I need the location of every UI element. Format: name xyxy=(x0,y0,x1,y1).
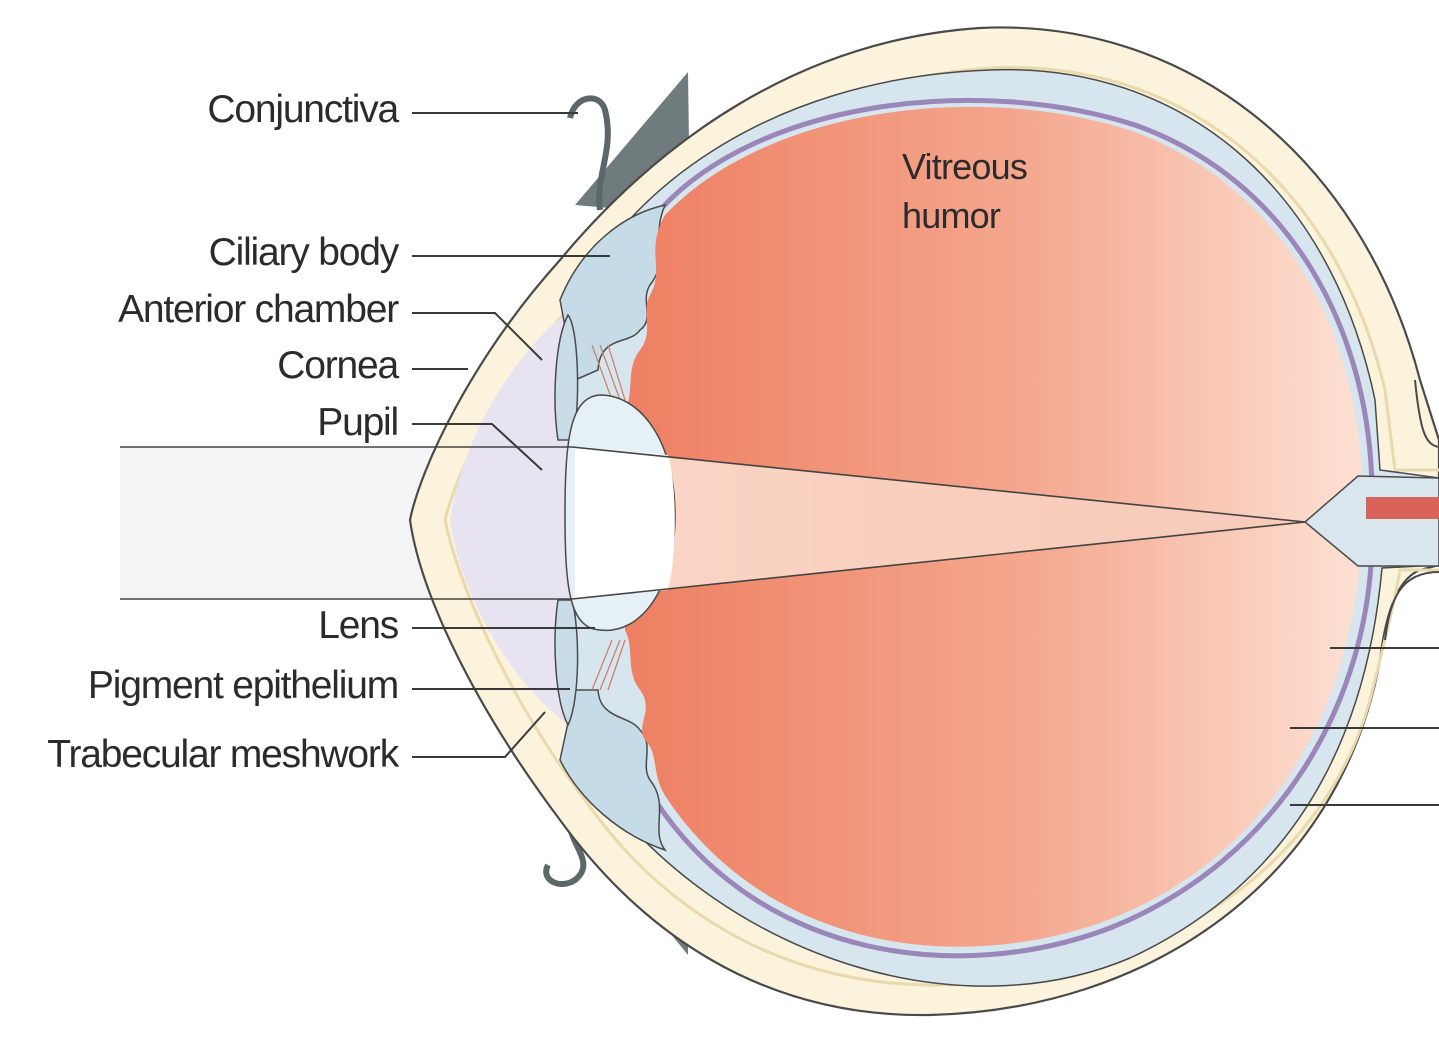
label-pupil: Pupil xyxy=(317,401,398,444)
label-lens: Lens xyxy=(318,604,398,647)
label-trabecular-meshwork: Trabecular meshwork xyxy=(47,733,399,776)
lens-pupil-highlight xyxy=(575,447,675,599)
iris-upper xyxy=(554,313,579,441)
light-ray-lower-refracted xyxy=(571,521,1306,600)
ciliary-body-upper xyxy=(559,203,667,382)
leader-anterior-chamber xyxy=(412,312,543,361)
leader-pupil xyxy=(412,423,543,471)
anterior-chamber-region xyxy=(450,310,575,730)
label-ciliary-body: Ciliary body xyxy=(209,231,400,274)
label-vitreous-line2: humor xyxy=(902,195,1001,236)
label-vitreous-line1: Vitreous xyxy=(902,146,1027,187)
label-pigment-epithelium: Pigment epithelium xyxy=(88,664,398,707)
optic-nerve-sheath-upper xyxy=(1414,379,1439,448)
label-anterior-chamber: Anterior chamber xyxy=(118,288,399,331)
light-ray-upper-refracted xyxy=(571,446,1306,523)
label-cornea: Cornea xyxy=(277,344,399,387)
zonular-fibers xyxy=(591,344,626,691)
optic-nerve-vessel xyxy=(1366,497,1439,519)
optic-nerve-sheath-lower xyxy=(1384,571,1439,641)
ciliary-body-lower xyxy=(559,689,668,852)
retina xyxy=(652,97,1375,959)
iris-lower xyxy=(554,599,579,727)
label-conjunctiva: Conjunctiva xyxy=(207,88,399,131)
light-cone xyxy=(572,447,1305,599)
upper-eyelid-fold xyxy=(567,95,611,211)
leader-trabecular-meshwork xyxy=(412,711,546,758)
